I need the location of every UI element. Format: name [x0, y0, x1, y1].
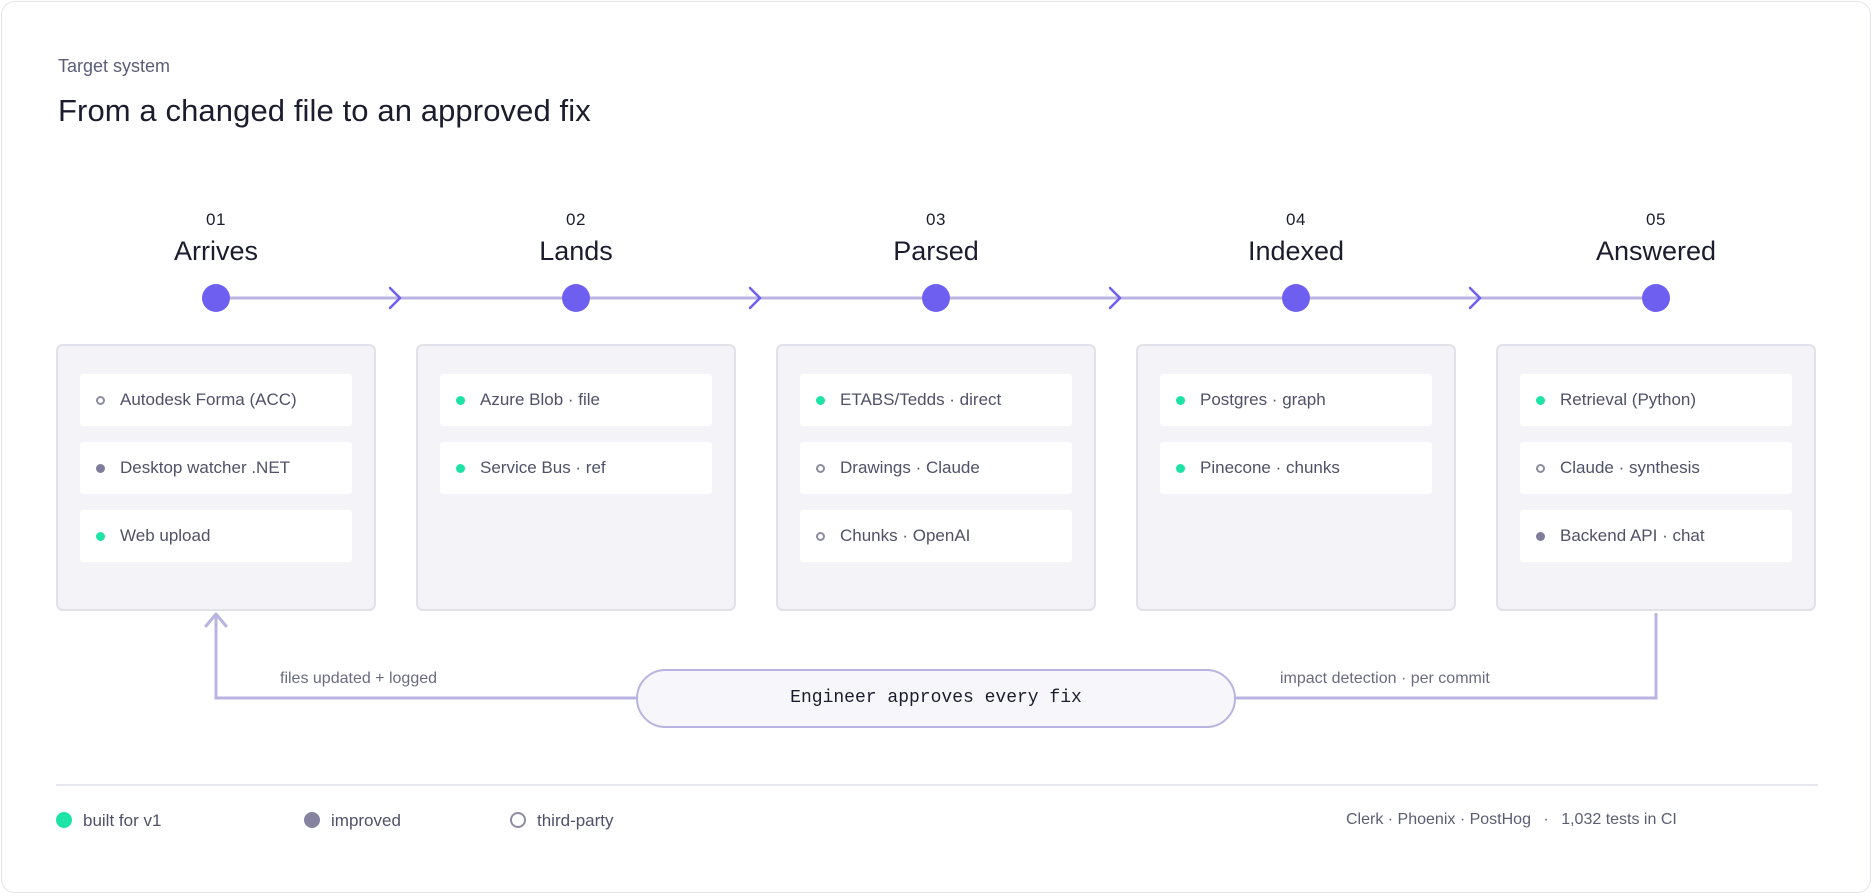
eyebrow-label: Target system: [58, 56, 171, 76]
legend-label: built for v1: [83, 811, 162, 830]
component-card: Backend API · chat: [1520, 510, 1792, 562]
component-card: Desktop watcher .NET: [80, 442, 352, 494]
legend-label: improved: [331, 811, 401, 830]
component-label: Pinecone · chunks: [1200, 458, 1340, 477]
component-label: Claude · synthesis: [1560, 458, 1700, 477]
stage-3-node: [922, 284, 950, 312]
status-improved-dot-icon: [96, 464, 105, 473]
arrow-up-icon: [204, 612, 228, 628]
status-built-dot-icon: [456, 464, 465, 473]
component-card: ETABS/Tedds · direct: [800, 374, 1072, 426]
chevron-right-icon: [748, 286, 762, 310]
status-third-party-dot-icon: [1536, 464, 1545, 473]
chevron-right-icon: [388, 286, 402, 310]
component-card: Postgres · graph: [1160, 374, 1432, 426]
legend-label: third-party: [537, 811, 614, 830]
stage-5-title: Answered: [1595, 236, 1717, 266]
stage-1-number: 01: [206, 210, 226, 229]
component-label: Drawings · Claude: [840, 458, 980, 477]
status-built-dot-icon: [96, 532, 105, 541]
chevron-right-icon: [1108, 286, 1122, 310]
legend-built-dot-icon: [56, 812, 72, 828]
loop-left-caption: files updated + logged: [280, 670, 438, 687]
footer-test-count: 1,032 tests in CI: [1561, 811, 1677, 828]
component-label: Web upload: [120, 526, 211, 545]
component-card: Drawings · Claude: [800, 442, 1072, 494]
status-third-party-dot-icon: [816, 464, 825, 473]
stage-5-node: [1642, 284, 1670, 312]
footer-divider: [56, 784, 1818, 786]
status-built-dot-icon: [1176, 464, 1185, 473]
component-label: Desktop watcher .NET: [120, 458, 291, 477]
chevron-right-icon: [1468, 286, 1482, 310]
footer-separator: ·: [1543, 811, 1549, 828]
status-built-dot-icon: [1536, 396, 1545, 405]
component-label: Chunks · OpenAI: [840, 526, 971, 545]
component-label: Backend API · chat: [1560, 526, 1705, 545]
status-third-party-dot-icon: [96, 396, 105, 405]
component-card: Chunks · OpenAI: [800, 510, 1072, 562]
component-card: Web upload: [80, 510, 352, 562]
stage-1-panel: Autodesk Forma (ACC) Desktop watcher .NET…: [56, 344, 376, 611]
loop-feedback-path: [1236, 613, 1658, 700]
stage-1-node: [202, 284, 230, 312]
stage-4-number: 04: [1286, 210, 1306, 229]
page-title: From a changed file to an approved fix: [58, 93, 591, 128]
approval-loop-label: Engineer approves every fix: [790, 688, 1082, 708]
stage-3-title: Parsed: [893, 236, 979, 266]
stage-2-number: 02: [566, 210, 586, 229]
component-label: ETABS/Tedds · direct: [840, 390, 1002, 409]
status-built-dot-icon: [816, 396, 825, 405]
footer-stack-info: Clerk · Phoenix · PostHog · 1,032 tests …: [1346, 811, 1677, 829]
loop-return-path: [214, 616, 636, 700]
component-label: Azure Blob · file: [480, 390, 600, 409]
stage-4-title: Indexed: [1247, 236, 1345, 266]
stage-5-number: 05: [1646, 210, 1666, 229]
loop-right-caption: impact detection · per commit: [1280, 670, 1490, 687]
component-card: Autodesk Forma (ACC): [80, 374, 352, 426]
component-label: Retrieval (Python): [1560, 390, 1697, 409]
legend-third-party-dot-icon: [510, 812, 526, 828]
legend-improved-dot-icon: [304, 812, 320, 828]
approval-loop-pill: Engineer approves every fix: [636, 669, 1236, 728]
component-label: Postgres · graph: [1200, 390, 1326, 409]
status-third-party-dot-icon: [816, 532, 825, 541]
stage-1-title: Arrives: [173, 236, 258, 266]
component-card: Claude · synthesis: [1520, 442, 1792, 494]
status-built-dot-icon: [456, 396, 465, 405]
component-label: Service Bus · ref: [480, 458, 606, 477]
component-card: Retrieval (Python): [1520, 374, 1792, 426]
stage-2-node: [562, 284, 590, 312]
component-card: Service Bus · ref: [440, 442, 712, 494]
stage-3-number: 03: [926, 210, 946, 229]
component-card: Pinecone · chunks: [1160, 442, 1432, 494]
stage-4-node: [1282, 284, 1310, 312]
status-improved-dot-icon: [1536, 532, 1545, 541]
status-built-dot-icon: [1176, 396, 1185, 405]
component-card: Azure Blob · file: [440, 374, 712, 426]
stage-2-title: Lands: [539, 236, 613, 266]
footer-stack-list: Clerk · Phoenix · PostHog: [1346, 811, 1531, 828]
component-label: Autodesk Forma (ACC): [120, 390, 297, 409]
